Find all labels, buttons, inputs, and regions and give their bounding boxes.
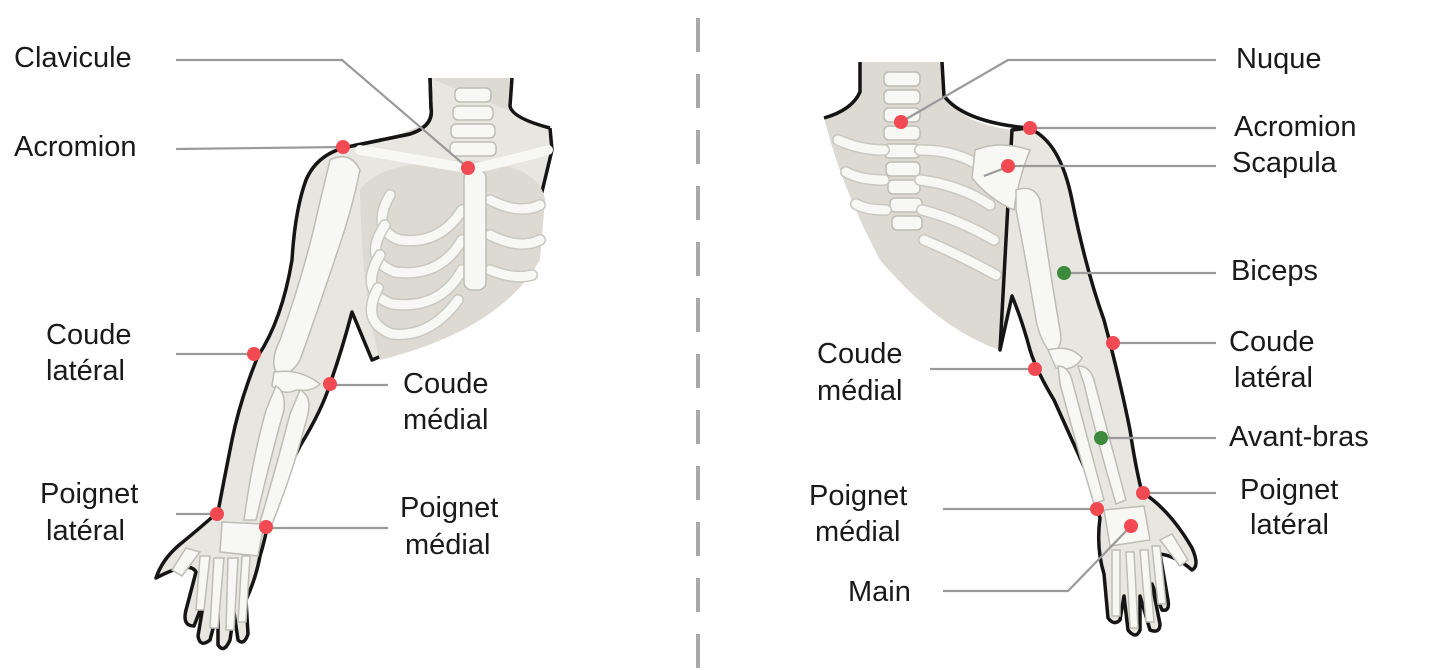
point-poignet-medial-front: [259, 520, 273, 534]
front-view-figure: [154, 77, 554, 651]
back-labels: Nuque Acromion Scapula Biceps Coude laté…: [809, 43, 1369, 608]
label-coude-lateral-front-2: latéral: [46, 355, 125, 387]
back-arm-bones: [971, 144, 1189, 629]
label-poignet-lateral-front-1: Poignet: [40, 478, 138, 510]
point-poignet-medial-back: [1090, 502, 1104, 516]
label-poignet-medial-front-1: Poignet: [400, 492, 498, 524]
point-main: [1124, 519, 1138, 533]
label-coude-lateral-back-1: Coude: [1229, 326, 1314, 358]
front-ribcage: [355, 87, 553, 360]
label-coude-medial-front-1: Coude: [403, 368, 488, 400]
label-coude-medial-back-2: médial: [817, 375, 902, 407]
back-leader-lines: [900, 58, 1216, 593]
leader-nuque: [900, 58, 1216, 123]
label-acromion-front: Acromion: [14, 131, 137, 163]
label-main: Main: [848, 576, 911, 608]
point-nuque: [894, 115, 908, 129]
front-arm-bones: [170, 155, 361, 631]
front-labels: Clavicule Acromion Coude latéral Coude m…: [14, 42, 498, 561]
label-coude-lateral-front-1: Coude: [46, 319, 131, 351]
point-coude-medial-back: [1028, 362, 1042, 376]
label-biceps: Biceps: [1231, 255, 1318, 287]
label-clavicule: Clavicule: [14, 42, 132, 74]
back-points: [894, 115, 1150, 533]
label-poignet-medial-front-2: médial: [405, 529, 490, 561]
label-poignet-lateral-front-2: latéral: [46, 515, 125, 547]
point-avant-bras: [1094, 431, 1108, 445]
leader-main: [943, 525, 1132, 593]
point-coude-lateral-front: [247, 347, 261, 361]
point-poignet-lateral-back: [1136, 486, 1150, 500]
point-coude-medial-front: [323, 377, 337, 391]
label-poignet-lateral-back-2: latéral: [1250, 509, 1329, 541]
point-biceps: [1057, 266, 1071, 280]
front-leader-lines: [175, 58, 469, 530]
point-clavicule: [461, 161, 475, 175]
leader-acromion-front: [175, 145, 344, 151]
label-avant-bras: Avant-bras: [1229, 421, 1369, 453]
point-acromion-front: [336, 140, 350, 154]
label-coude-lateral-back-2: latéral: [1234, 362, 1313, 394]
label-acromion-back: Acromion: [1234, 111, 1357, 143]
point-coude-lateral-back: [1106, 336, 1120, 350]
leader-clavicule: [176, 58, 469, 169]
back-spine: [832, 71, 1002, 281]
point-acromion-back: [1023, 121, 1037, 135]
label-coude-medial-front-2: médial: [403, 404, 488, 436]
label-poignet-medial-back-2: médial: [815, 516, 900, 548]
front-points: [210, 140, 475, 534]
label-nuque: Nuque: [1236, 43, 1321, 75]
label-poignet-medial-back-1: Poignet: [809, 480, 907, 512]
back-view-figure: [823, 61, 1198, 637]
label-poignet-lateral-back-1: Poignet: [1240, 474, 1338, 506]
label-coude-medial-back-1: Coude: [817, 338, 902, 370]
point-scapula: [1001, 159, 1015, 173]
point-poignet-lateral-front: [210, 507, 224, 521]
label-scapula: Scapula: [1232, 147, 1338, 179]
